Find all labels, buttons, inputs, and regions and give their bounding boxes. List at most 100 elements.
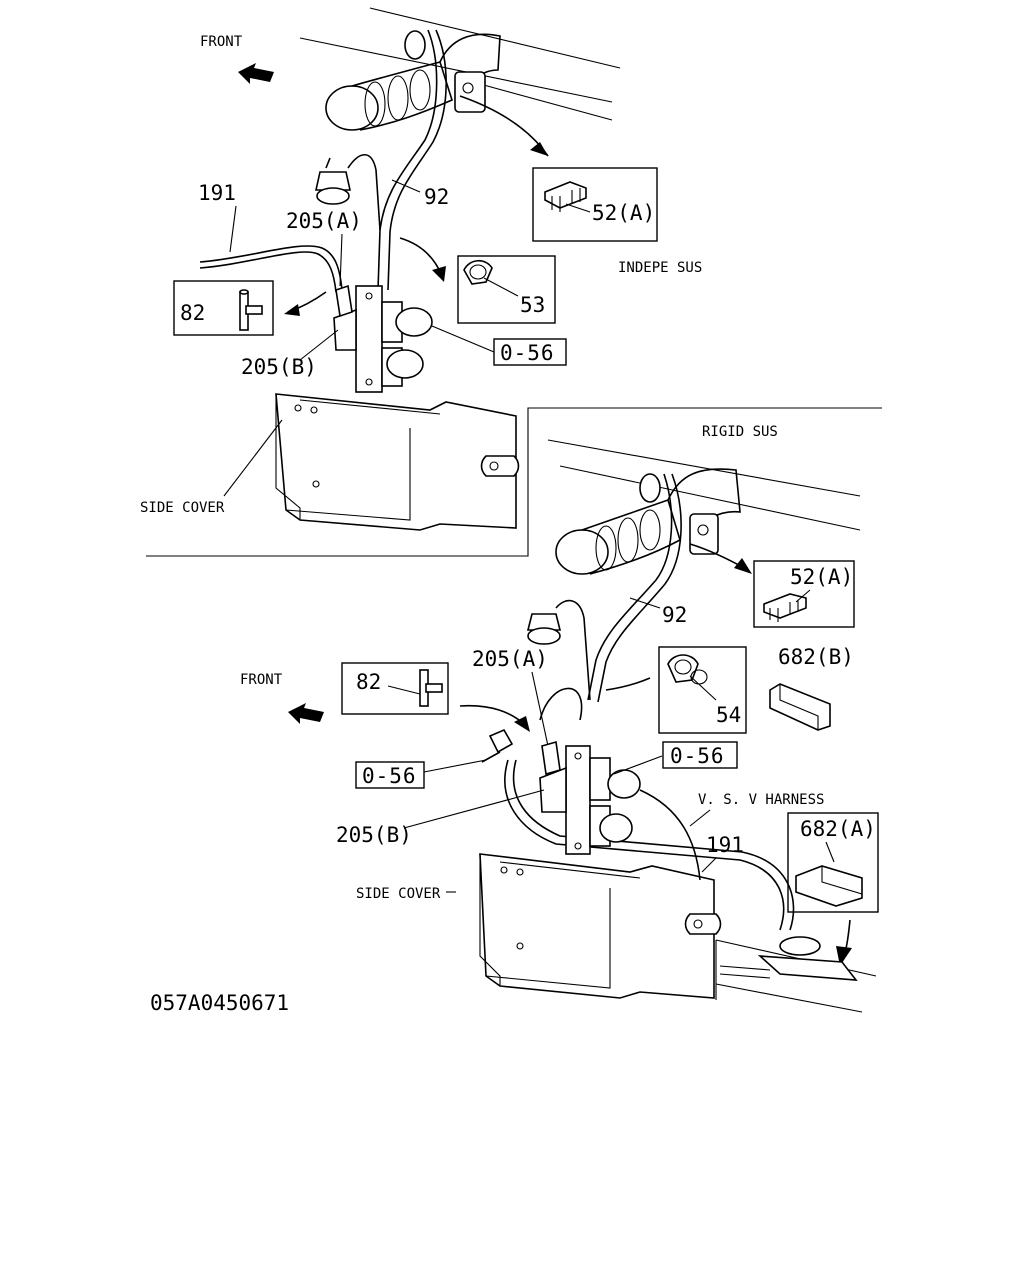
frame-line <box>299 37 613 103</box>
leader-side-cover <box>223 419 283 497</box>
callout-52a-rigid: 52(A) <box>790 565 853 589</box>
box-056 <box>493 338 567 366</box>
tee-fitting-82-rigid-icon <box>419 669 443 707</box>
frame-line <box>559 465 861 531</box>
inset-box-52a-rigid <box>753 560 855 628</box>
inset-box-52a <box>532 167 658 242</box>
bottom-view: RIGID SUS 92 <box>150 424 879 1015</box>
hose-92-rigid <box>587 473 673 701</box>
arrowhead-icon <box>836 946 852 966</box>
callout-92: 92 <box>424 185 449 209</box>
hose-191 <box>199 245 343 291</box>
side-cover-label: SIDE COVER <box>140 500 225 516</box>
callout-056: 0-56 <box>500 341 555 365</box>
leader-191-rigid <box>701 857 717 873</box>
leader-harness <box>689 809 711 827</box>
inset-box-82 <box>173 280 274 336</box>
variant-label-indepe: INDEPE SUS <box>618 260 702 276</box>
callout-205a-rigid: 205(A) <box>472 647 548 671</box>
callout-056-left: 0-56 <box>362 764 417 788</box>
callout-205a: 205(A) <box>286 209 362 233</box>
callout-53: 53 <box>520 293 545 317</box>
leader-056-right <box>613 755 663 775</box>
callout-191-rigid: 191 <box>706 833 744 857</box>
leader-205b-rigid <box>403 789 545 829</box>
box-056-left <box>355 761 425 789</box>
callout-682b: 682(B) <box>778 645 854 669</box>
arrowhead-icon <box>514 716 530 732</box>
top-view: FRONT 191 <box>140 7 882 557</box>
harness-hose <box>504 759 785 931</box>
callout-82: 82 <box>180 301 205 325</box>
leader-92 <box>391 179 421 193</box>
front-label: FRONT <box>200 34 243 50</box>
clamp-icon <box>481 728 514 763</box>
inset-box-53 <box>457 255 556 324</box>
leader-52a-rigid <box>795 589 811 603</box>
leader-53 <box>483 277 519 297</box>
hose-92-rigid-outline <box>597 473 682 703</box>
leader-92-rigid <box>629 597 661 609</box>
side-cover-top <box>275 393 520 531</box>
view-separator <box>146 407 882 557</box>
clip-54-icon <box>667 654 708 685</box>
arrowhead-icon <box>530 142 548 156</box>
clip-52a-icon <box>544 181 587 212</box>
leader-056 <box>431 325 495 353</box>
inset-box-82-rigid <box>341 662 449 715</box>
frame-line <box>547 439 861 497</box>
frame-bottom <box>715 936 877 1013</box>
harness-label: V. S. V HARNESS <box>698 792 824 808</box>
leader-056-left <box>423 759 487 773</box>
inset-box-54 <box>658 646 747 734</box>
leader-52a <box>565 203 591 213</box>
intake-duct-rigid <box>555 468 741 575</box>
clip-682a-icon <box>795 865 863 907</box>
front-arrow-rigid-icon <box>288 703 324 724</box>
clip-682b-icon <box>769 683 831 731</box>
harness-hose-outline <box>512 759 795 931</box>
hose-191-outline <box>199 251 337 293</box>
arrowhead-icon <box>284 304 300 316</box>
vsv-bracket-rigid <box>539 740 641 855</box>
vacuum-valve-rigid-icon <box>526 599 591 701</box>
callout-82-rigid: 82 <box>356 670 381 694</box>
hose-loop <box>539 687 583 721</box>
front-label-rigid: FRONT <box>240 672 283 688</box>
diagram-code: 057A0450671 <box>150 991 289 1015</box>
callout-54: 54 <box>716 703 741 727</box>
callout-205b: 205(B) <box>241 355 317 379</box>
side-cover-label-rigid: SIDE COVER <box>356 886 441 902</box>
leader-191 <box>229 205 237 253</box>
side-cover-bottom <box>479 853 722 999</box>
pointer-arrow <box>605 677 651 691</box>
inset-box-682a <box>787 812 879 913</box>
box-056-right <box>662 741 738 769</box>
front-arrow-icon <box>238 63 274 84</box>
leader-205b <box>299 329 339 361</box>
leader-82-rigid <box>387 685 421 695</box>
callout-191: 191 <box>198 181 236 205</box>
frame-line <box>369 7 621 69</box>
tee-fitting-82-icon <box>239 289 263 331</box>
callout-056-right: 0-56 <box>670 744 725 768</box>
arrowhead-icon <box>432 266 446 282</box>
hose-92-outline <box>387 29 447 291</box>
harness-loop <box>639 789 701 881</box>
leader-205a-rigid <box>531 671 549 747</box>
leader-682a <box>825 841 835 863</box>
vsv-bracket <box>333 284 433 393</box>
intake-duct <box>325 30 501 131</box>
leader-54 <box>689 675 717 701</box>
callout-52a: 52(A) <box>592 201 655 225</box>
variant-label-rigid: RIGID SUS <box>702 424 778 440</box>
vacuum-valve-icon <box>315 153 381 231</box>
callout-92-rigid: 92 <box>662 603 687 627</box>
callout-682a: 682(A) <box>800 817 876 841</box>
callout-205b-rigid: 205(B) <box>336 823 412 847</box>
frame-line <box>479 83 613 121</box>
clip-52a-rigid-icon <box>763 593 807 622</box>
hose-92 <box>377 29 438 291</box>
arrowhead-icon <box>734 558 752 574</box>
